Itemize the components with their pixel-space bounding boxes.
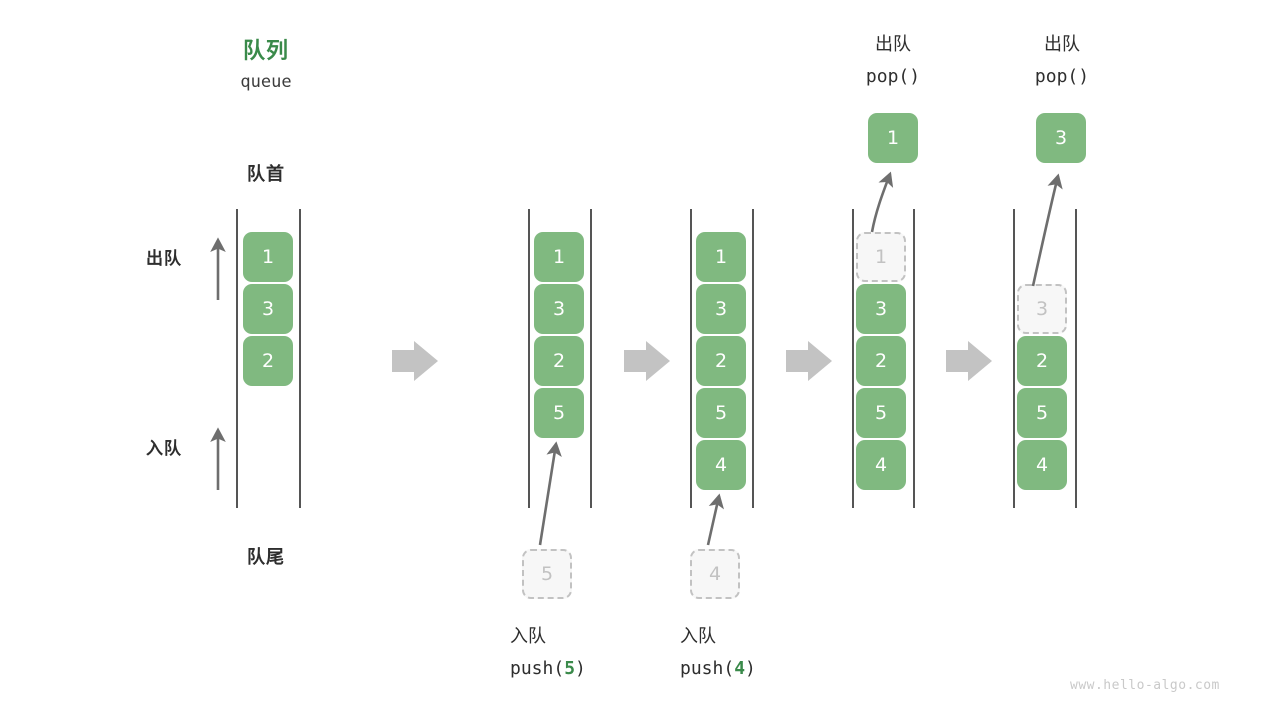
popped-cell: 1 [868,113,918,163]
step-footer-code: push(4) [680,658,756,679]
step-header-cn: 出队 [1044,34,1080,55]
queue-cell: 2 [534,336,584,386]
queue-cell-new: 5 [534,388,584,438]
queue-cell-new: 4 [696,440,746,490]
queue-cell: 5 [856,388,906,438]
incoming-ghost-cell: 5 [522,549,572,599]
footer-code-suffix: ) [575,658,586,679]
incoming-ghost-cell: 4 [690,549,740,599]
rail-right-step0 [299,209,301,508]
queue-back-label: 队尾 [247,547,285,568]
rail-right-step2 [752,209,754,508]
flow-arrow [946,341,992,381]
step-footer-cn: 入队 [510,626,546,647]
queue-cell: 4 [856,440,906,490]
queue-cell: 3 [696,284,746,334]
queue-cell: 5 [1017,388,1067,438]
footer-code-suffix: ) [745,658,756,679]
push-arrow-step1 [538,441,562,546]
popped-cell: 3 [1036,113,1086,163]
rail-left-step1 [528,209,530,508]
footer-code-arg: 4 [734,658,746,679]
footer-code-prefix: push( [510,658,565,679]
dequeue-side-label: 出队 [146,249,182,269]
rail-right-step1 [590,209,592,508]
queue-cell: 5 [696,388,746,438]
footer-code-arg: 5 [564,658,576,679]
watermark: www.hello-algo.com [1070,678,1220,693]
flow-arrow [624,341,670,381]
queue-cell: 2 [243,336,293,386]
queue-cell: 2 [696,336,746,386]
rail-left-step4 [1013,209,1015,508]
queue-cell: 2 [1017,336,1067,386]
push-arrow-step2 [706,493,724,546]
flow-arrow [786,341,832,381]
queue-cell: 3 [534,284,584,334]
rail-left-step0 [236,209,238,508]
popped-ghost-cell: 1 [856,232,906,282]
queue-front-label: 队首 [247,164,285,185]
step-header-cn: 出队 [875,34,911,55]
queue-cell: 1 [243,232,293,282]
rail-left-step2 [690,209,692,508]
pop-arrow-step3 [870,171,894,233]
queue-cell: 1 [534,232,584,282]
diagram-title-en: queue [240,72,292,92]
diagram-title-cn: 队列 [242,39,289,64]
footer-code-prefix: push( [680,658,735,679]
queue-cell: 4 [1017,440,1067,490]
step-footer-code: push(5) [510,658,586,679]
queue-cell: 3 [243,284,293,334]
step-header-code: pop() [865,66,921,87]
step-footer-cn: 入队 [680,626,716,647]
rail-left-step3 [852,209,854,508]
pop-arrow-step4 [1031,173,1063,287]
popped-ghost-cell: 3 [1017,284,1067,334]
queue-cell: 1 [696,232,746,282]
queue-cell: 3 [856,284,906,334]
flow-arrow [392,341,438,381]
enqueue-side-label: 入队 [146,439,182,459]
rail-right-step4 [1075,209,1077,508]
rail-right-step3 [913,209,915,508]
step-header-code: pop() [1034,66,1090,87]
queue-cell: 2 [856,336,906,386]
